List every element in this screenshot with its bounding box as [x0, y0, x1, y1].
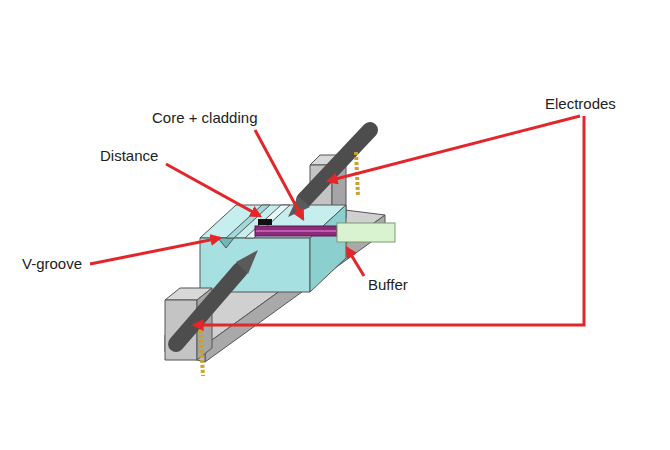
- vgroove-top: [200, 205, 346, 238]
- fiber-buffer: [337, 223, 395, 242]
- leader-arrow: [328, 116, 580, 181]
- part-label: Core + cladding: [152, 109, 257, 126]
- electrode-tip: [236, 250, 258, 274]
- part-label: Electrodes: [545, 95, 616, 112]
- leader-arrow: [194, 116, 584, 325]
- screw: [200, 325, 203, 376]
- vgroove-front: [200, 238, 310, 292]
- leader-arrow: [166, 164, 260, 216]
- fiber-core: [256, 230, 336, 232]
- electrode-rod: [176, 270, 240, 344]
- leader-arrow: [90, 238, 220, 264]
- vgroove-notch: [218, 238, 234, 248]
- leader-arrow: [347, 248, 364, 276]
- part-label: Buffer: [368, 276, 408, 293]
- distance-marker: [258, 219, 272, 225]
- part-label: V-groove: [22, 255, 82, 272]
- part-label: Distance: [100, 147, 158, 164]
- electrode-rod: [304, 130, 370, 200]
- fiber-core-cladding: [255, 226, 337, 236]
- vgroove-side: [310, 205, 346, 292]
- leader-arrow: [255, 130, 303, 219]
